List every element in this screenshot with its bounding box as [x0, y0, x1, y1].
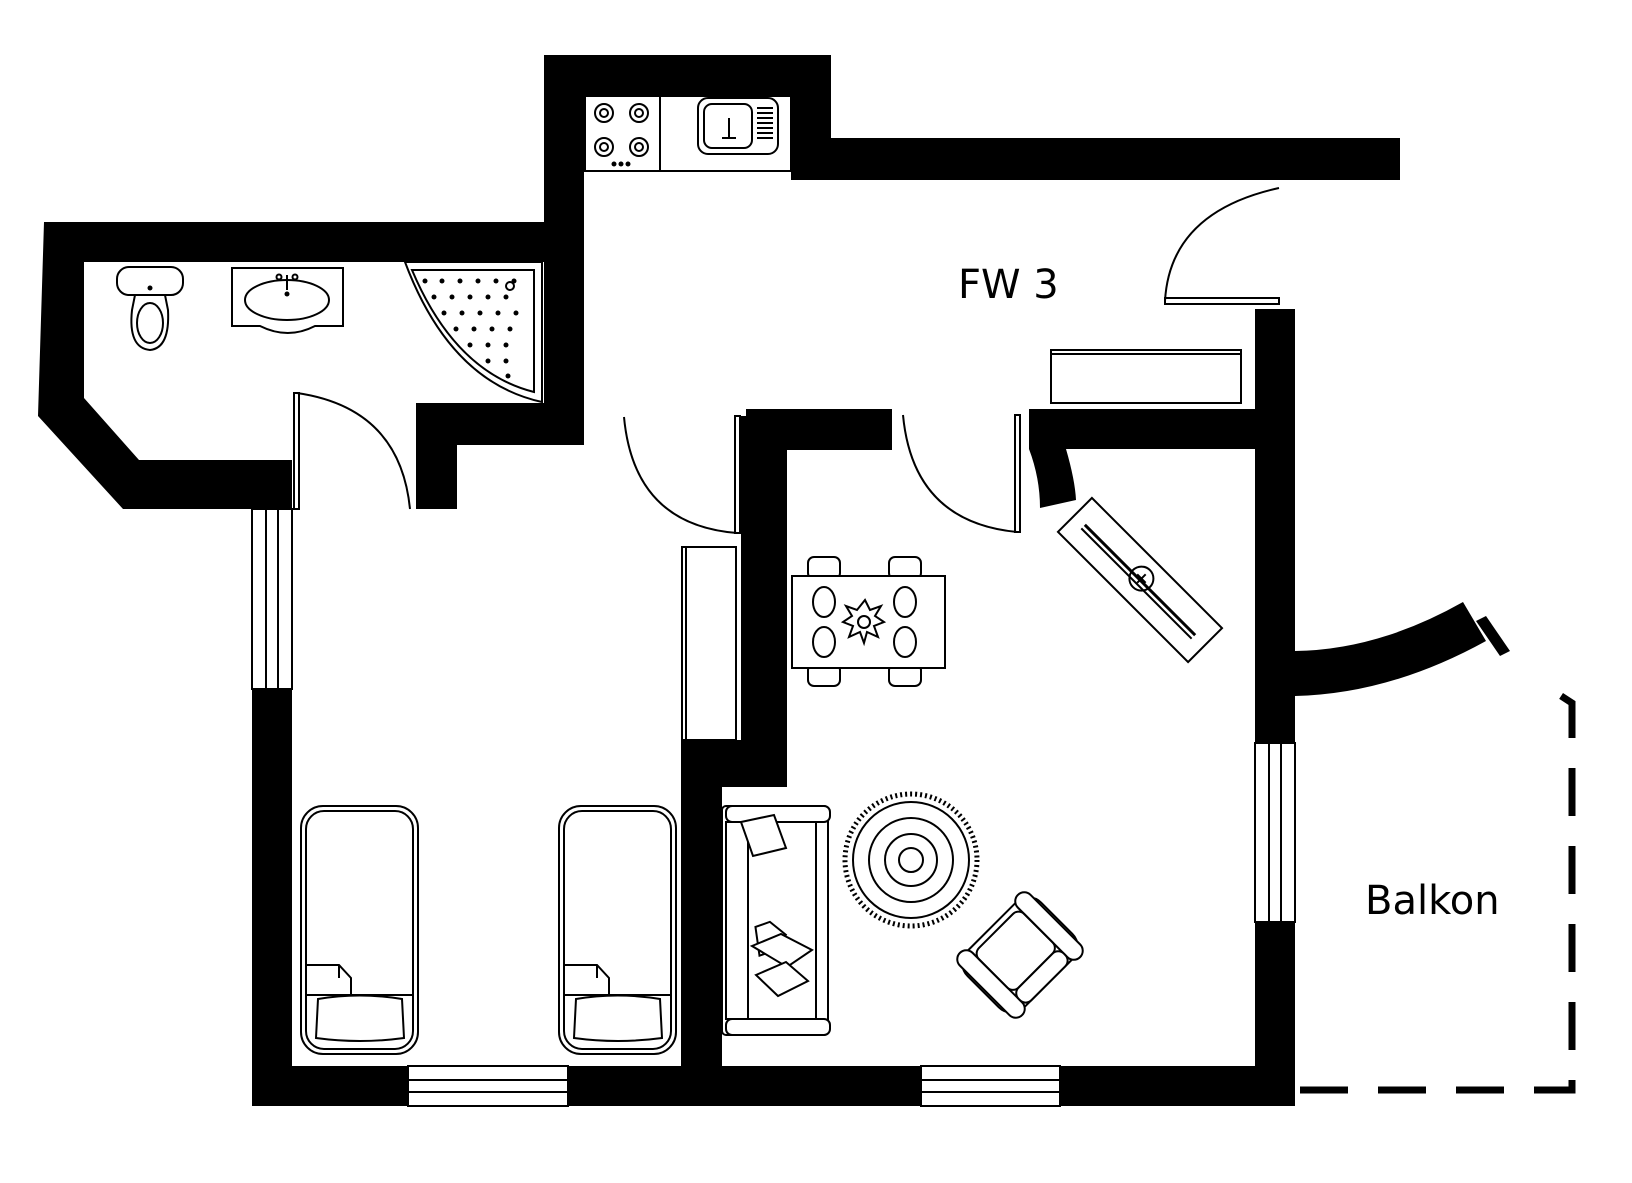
bedroom-living-divider	[681, 740, 746, 1068]
corner-shower-icon	[403, 261, 543, 404]
door-swing-icon	[1164, 187, 1280, 305]
bathroom-outer-wall	[38, 222, 545, 509]
right-wall-mid	[1255, 691, 1295, 743]
hallway-top-wall	[791, 138, 1400, 180]
balcony-door-arc-wall	[1295, 602, 1486, 696]
washbasin-icon	[231, 267, 344, 334]
unit-label: FW 3	[958, 262, 1059, 308]
round-rug-icon	[842, 791, 980, 929]
balcony-label: Balkon	[1365, 878, 1500, 924]
drain-board	[757, 107, 773, 139]
bathroom-lower-wall	[416, 403, 584, 509]
right-wall-upper	[1255, 309, 1295, 691]
balcony-door-edge	[1476, 616, 1510, 656]
window-icon	[407, 1065, 569, 1107]
window-icon	[251, 508, 293, 690]
kitchen-sink-icon	[697, 97, 779, 155]
walls	[38, 55, 1510, 1106]
dining-table-icon	[791, 556, 946, 687]
stove-icon	[584, 95, 661, 172]
wardrobe-icon	[681, 546, 737, 741]
sofa-icon	[721, 805, 831, 1036]
living-room-upper-wall-left	[746, 409, 892, 787]
bed-icon	[558, 805, 677, 1055]
toilet-icon	[116, 266, 184, 352]
window-icon	[920, 1065, 1061, 1107]
window-icon	[1254, 742, 1296, 923]
bed-icon	[300, 805, 419, 1055]
windows	[251, 508, 1296, 1107]
bottom-wall-middle	[568, 1066, 921, 1106]
living-room-upper-wall-right	[1029, 409, 1295, 449]
tv-stand-icon	[1056, 496, 1224, 664]
bedroom-left-wall	[252, 688, 292, 1106]
armchair-icon	[956, 891, 1084, 1019]
kitchen-top-wall	[544, 55, 831, 95]
door-swing-icon	[902, 414, 1021, 533]
door-swing-icon	[623, 415, 741, 534]
kitchen-left-wall	[544, 55, 584, 420]
doors	[293, 187, 1280, 534]
bottom-wall-left	[252, 1066, 408, 1106]
divider-joint	[741, 416, 749, 750]
door-swing-icon	[293, 392, 411, 510]
right-wall-lower	[1255, 922, 1295, 1106]
wardrobe-icon	[1050, 349, 1242, 404]
wall-stub	[1029, 449, 1076, 508]
